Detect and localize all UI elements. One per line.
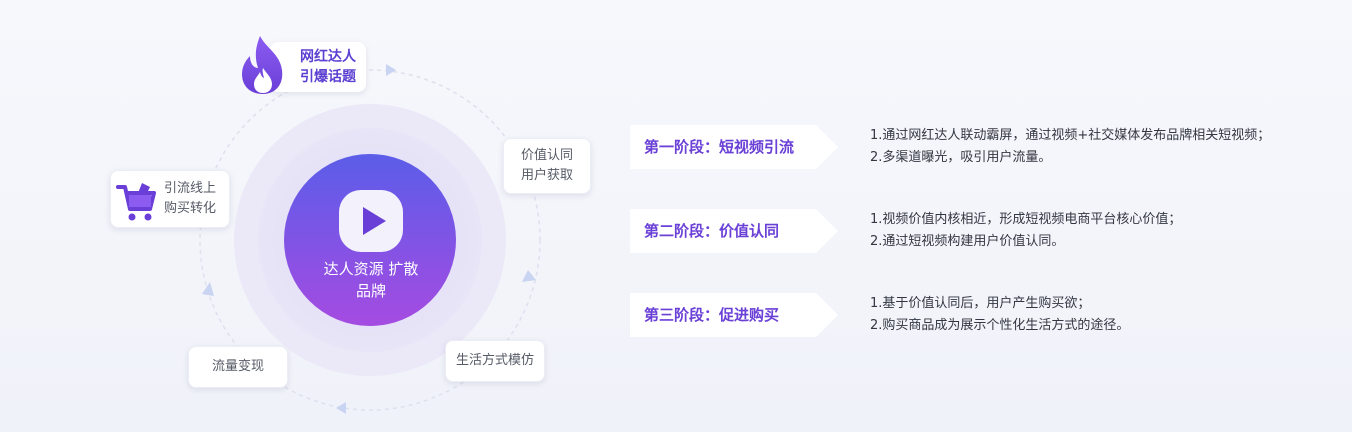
- node-value-recognition-label: 价值认同 用户获取: [520, 148, 573, 183]
- stage-2-point: 1.视频价值内核相近，形成短视频电商平台核心价值；: [870, 212, 1182, 227]
- orbit-arrow: [386, 64, 396, 76]
- stage-1-description: 1.通过网红达人联动霸屏，通过视频+社交媒体发布品牌相关短视频； 2.多渠道曝光…: [870, 125, 1270, 169]
- cart-icon: [116, 183, 156, 221]
- node-traffic-monetization-label: 流量变现: [211, 359, 264, 374]
- stage-2-description: 1.视频价值内核相近，形成短视频电商平台核心价值； 2.通过短视频构建用户价值认…: [870, 209, 1181, 253]
- stage-3-title: 第三阶段：促进购买: [630, 293, 838, 337]
- node-online-conversion-label: 引流线上 购买转化: [163, 181, 216, 216]
- node-lifestyle-imitation-label: 生活方式模仿: [455, 353, 534, 368]
- node-value-recognition: 价值认同 用户获取: [503, 138, 591, 194]
- stage-3-point: 2.购买商品成为展示个性化生活方式的途径。: [870, 318, 1130, 333]
- stage-1-point: 2.多渠道曝光，吸引用户流量。: [870, 150, 1052, 165]
- center-label: 达人资源 扩散 品牌: [323, 260, 419, 300]
- stage-1-point: 1.通过网红达人联动霸屏，通过视频+社交媒体发布品牌相关短视频；: [870, 128, 1271, 143]
- orbit-arrow: [202, 282, 214, 296]
- node-influencer-topic-label: 网红达人 引爆话题: [300, 49, 356, 85]
- stage-3-point: 1.基于价值认同后，用户产生购买欲；: [870, 296, 1091, 311]
- orbit-arrow: [336, 402, 346, 414]
- play-icon[interactable]: [337, 188, 405, 254]
- orbit-arrow: [522, 270, 536, 282]
- stage-2-title: 第二阶段：价值认同: [630, 209, 838, 253]
- node-traffic-monetization: 流量变现: [188, 346, 288, 388]
- orbit-ring: [199, 69, 541, 411]
- stage-3-description: 1.基于价值认同后，用户产生购买欲； 2.购买商品成为展示个性化生活方式的途径。: [870, 293, 1129, 337]
- node-influencer-topic: 网红达人 引爆话题: [270, 42, 366, 92]
- stage-2-point: 2.通过短视频构建用户价值认同。: [870, 234, 1065, 249]
- stage-1-title: 第一阶段：短视频引流: [630, 125, 838, 169]
- node-lifestyle-imitation: 生活方式模仿: [445, 340, 545, 382]
- fire-icon: [242, 36, 283, 94]
